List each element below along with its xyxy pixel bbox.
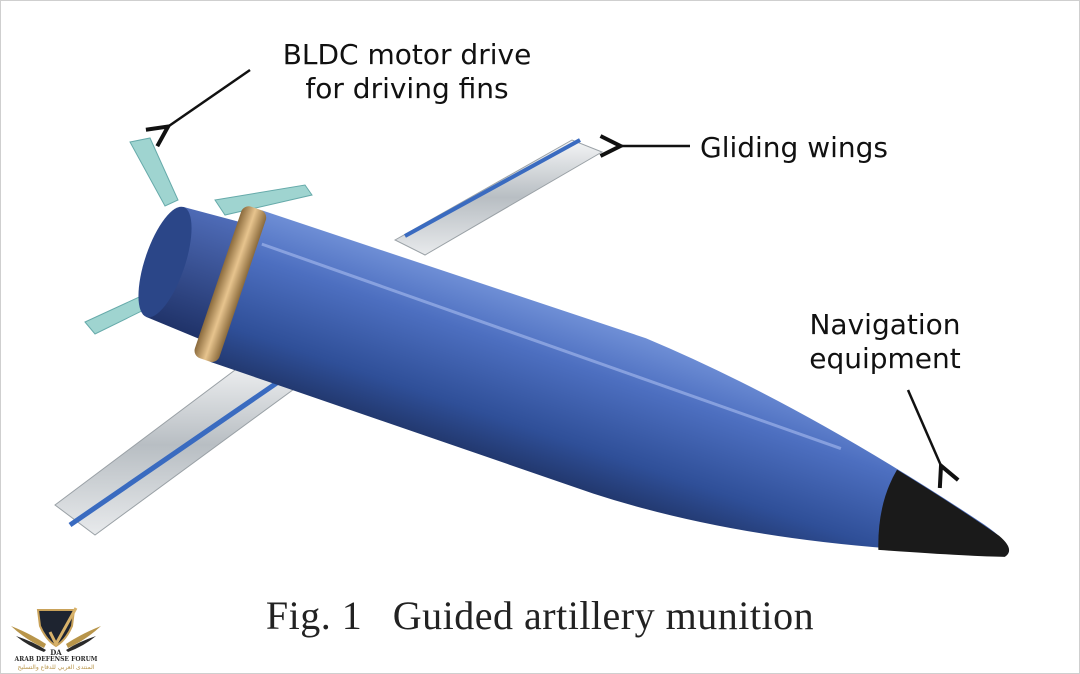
caption-title: Guided artillery munition (392, 593, 815, 638)
logo-text-en: ARAB DEFENSE FORUM (14, 656, 98, 663)
caption-number: Fig. 1 (265, 593, 363, 638)
svg-text:DA: DA (50, 648, 62, 656)
arab-defense-forum-logo: DA ARAB DEFENSE FORUM المنتدى العربي للد… (6, 604, 106, 672)
label-bldc-motor: BLDC motor drive for driving fins (262, 38, 552, 106)
label-gliding-wings: Gliding wings (700, 131, 889, 164)
label-line: BLDC motor drive (282, 38, 532, 71)
navigation-arrow (906, 389, 942, 468)
navigation-nose-cap (878, 469, 1010, 557)
bldc-arrow (166, 68, 251, 128)
munition-body (138, 206, 1010, 557)
shield-wings-icon: DA (11, 607, 101, 657)
label-navigation-equipment: Navigation equipment (790, 308, 980, 376)
upper-gliding-wing (393, 138, 604, 256)
logo-text-ar: المنتدى العربي للدفاع والتسليح (17, 664, 95, 671)
label-line: equipment (809, 342, 961, 375)
label-line: for driving fins (305, 72, 509, 105)
label-line: Navigation (809, 308, 961, 341)
figure-caption: Fig. 1 Guided artillery munition (0, 592, 1080, 639)
rotating-band (194, 206, 267, 362)
